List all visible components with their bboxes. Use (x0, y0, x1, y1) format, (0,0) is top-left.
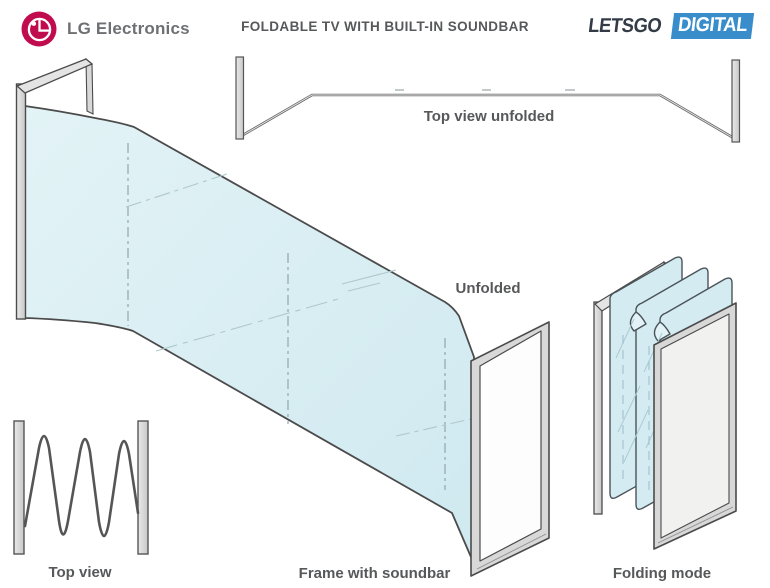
folding-mode-drawing (593, 256, 737, 550)
label-top-view: Top view (48, 564, 112, 581)
label-unfolded: Unfolded (455, 280, 521, 297)
label-top-view-unfolded: Top view unfolded (423, 108, 555, 125)
left-frame-drawing (15, 58, 94, 320)
page-title: FOLDABLE TV WITH BUILT-IN SOUNDBAR (241, 19, 529, 34)
lg-logo: LG Electronics (20, 10, 190, 48)
folded-top-view-drawing (13, 420, 149, 555)
soundbar-frame-drawing (470, 321, 550, 577)
unfolded-display-drawing (24, 57, 475, 565)
top-view-unfolded-drawing (235, 56, 741, 143)
label-folding-mode: Folding mode (612, 565, 712, 582)
lg-symbol-icon (21, 11, 57, 47)
lg-logo-text: LG Electronics (67, 19, 190, 38)
label-frame-with-soundbar: Frame with soundbar (298, 565, 451, 582)
